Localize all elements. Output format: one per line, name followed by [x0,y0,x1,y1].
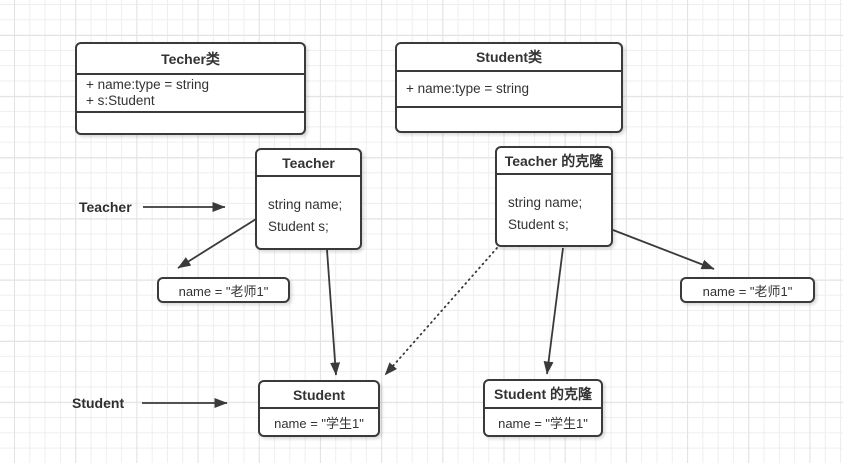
class-box-student-attributes: + name:type = string [397,72,621,108]
object-box-teacher[interactable]: Teacher string name; Student s; [255,148,362,250]
class-box-student-title: Student类 [397,44,621,72]
arrow-dotted-teacherclone-to-student[interactable] [384,247,498,376]
value-box-name-right[interactable]: name = "老师1" [680,277,815,303]
value-text: name = "老师1" [178,283,269,299]
field-line: Student s; [508,217,569,232]
instance-box-student-value: name = "学生1" [274,415,364,431]
arrow-teacher-to-student[interactable] [326,249,341,376]
field-line: Student s; [268,219,329,234]
arrow-teacherclone-to-name-right[interactable] [612,229,715,270]
instance-box-student[interactable]: Student name = "学生1" [258,380,380,437]
value-text: name = "老师1" [702,283,793,299]
object-box-teacher-clone-title: Teacher 的克隆 [497,148,611,175]
label-student[interactable]: Student [72,395,125,411]
attribute-line: + s:Student [86,93,155,108]
attribute-line: + name:type = string [406,81,530,96]
object-box-teacher-body: string name; Student s; [257,177,360,238]
object-box-teacher-title: Teacher [257,150,360,177]
instance-box-student-clone[interactable]: Student 的克隆 name = "学生1" [483,379,603,437]
instance-box-student-title: Student [260,382,378,409]
class-box-techer-title: Techer类 [77,44,304,75]
class-box-student[interactable]: Student类 + name:type = string [395,42,623,133]
attribute-line: + name:type = string [86,77,210,92]
field-line: string name; [268,197,343,212]
class-box-techer-attributes: + name:type = string + s:Student [77,75,304,113]
label-teacher[interactable]: Teacher [79,199,132,215]
class-box-student-empty-section [397,108,621,131]
arrow-teacher-to-name-left[interactable] [177,218,257,269]
value-box-name-left[interactable]: name = "老师1" [157,277,290,303]
instance-box-student-clone-value: name = "学生1" [498,415,588,431]
arrow-teacherclone-to-studentclone[interactable] [543,247,564,375]
instance-box-student-clone-title: Student 的克隆 [485,381,601,409]
field-line: string name; [508,195,583,210]
object-box-teacher-clone[interactable]: Teacher 的克隆 string name; Student s; [495,146,613,247]
object-box-teacher-clone-body: string name; Student s; [497,175,611,236]
class-box-techer-empty-section [77,113,304,133]
class-box-techer[interactable]: Techer类 + name:type = string + s:Student [75,42,306,135]
